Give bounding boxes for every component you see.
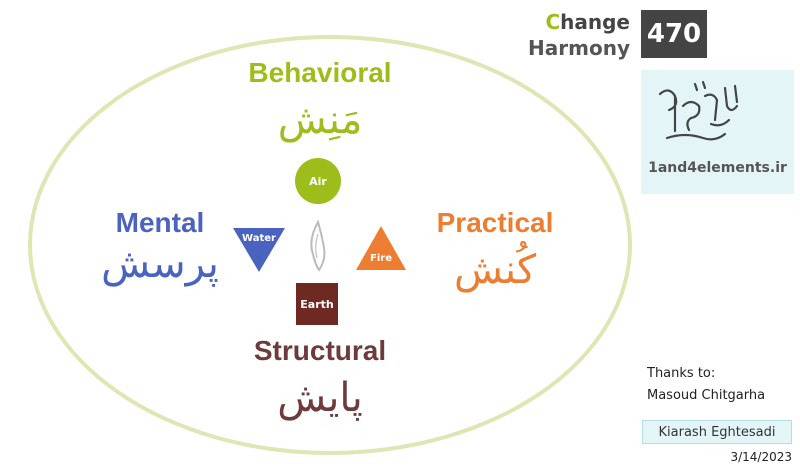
air-element: Air (295, 158, 341, 204)
flame-outline-icon (310, 220, 326, 272)
change-rest: hange (560, 10, 630, 34)
earth-label: Earth (300, 297, 334, 311)
author-name: Kiarash Eghtesadi (658, 424, 776, 440)
practical-title-fa: کُنش (453, 247, 537, 293)
change-first-letter: C (545, 10, 561, 34)
fire-label: Fire (370, 253, 392, 264)
date-label: 3/14/2023 (730, 450, 792, 464)
mental-title-fa: پرسش (101, 241, 219, 287)
structural-title: Structural (253, 335, 387, 366)
practical-title: Practical (436, 207, 554, 238)
air-label: Air (309, 174, 327, 188)
logo-mark (658, 80, 739, 141)
water-label: Water (242, 233, 276, 244)
logo-panel: 1and4elements.ir (641, 70, 794, 194)
behavioral-title: Behavioral (248, 57, 392, 88)
fire-triangle-icon (356, 226, 406, 270)
thanks-title: Thanks to: (647, 366, 716, 381)
logo-url: 1and4elements.ir (648, 160, 787, 176)
issue-number-badge: 470 (641, 10, 707, 58)
thanks-name: Masoud Chitgarha (647, 388, 766, 403)
mental-title: Mental (115, 207, 205, 238)
behavioral-title-fa: مَنِش (277, 97, 363, 143)
structural-title-fa: پایش (277, 375, 363, 421)
author-box: Kiarash Eghtesadi (642, 420, 792, 444)
series-title-change: Change (500, 10, 630, 34)
outer-ellipse (28, 35, 632, 455)
series-title-harmony: Harmony (528, 36, 630, 60)
earth-element: Earth (296, 283, 338, 325)
water-triangle-icon (233, 228, 285, 272)
